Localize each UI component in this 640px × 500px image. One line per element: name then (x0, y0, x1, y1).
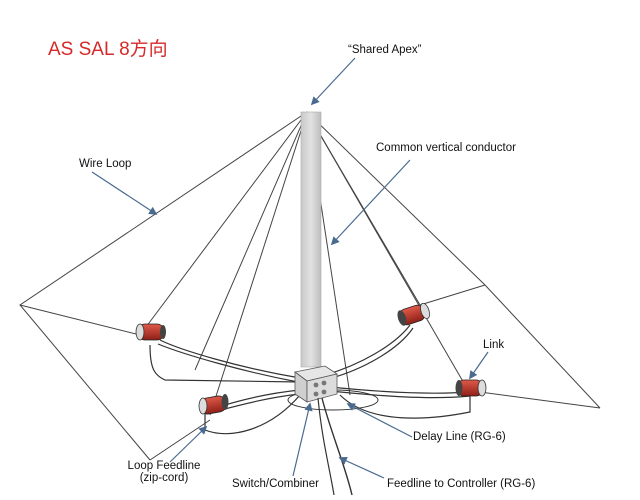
coil-left (135, 323, 166, 341)
label-loop-feedline-line1: Loop Feedline (127, 460, 201, 472)
arrow-switch-combiner (292, 402, 313, 477)
diagram-title: AS SAL 8方向 (48, 39, 168, 60)
label-loop-feedline: Loop Feedline (zip-cord) (118, 460, 210, 484)
coil-front-left (198, 394, 229, 415)
feedline-cable-2 (317, 397, 335, 496)
arrow-feedline-controller (338, 456, 385, 479)
label-delay-line: Delay Line (RG-6) (413, 431, 506, 443)
wire-loop-right (306, 111, 601, 409)
label-switch-combiner: Switch/Combiner (232, 478, 319, 490)
arrow-shared-apex (310, 57, 356, 106)
feedline-cable (321, 397, 353, 496)
arrow-common-vertical (330, 159, 411, 246)
vertical-conductor (300, 111, 322, 368)
switch-combiner-box (294, 365, 338, 403)
coil-right-front (455, 379, 487, 397)
coil-right-back (397, 302, 430, 326)
wire-loop-back (139, 111, 466, 386)
label-common-vertical: Common vertical conductor (376, 142, 516, 154)
label-shared-apex: “Shared Apex” (348, 44, 422, 56)
label-feedline-controller: Feedline to Controller (RG-6) (387, 478, 536, 490)
label-loop-feedline-line2: (zip-cord) (139, 472, 189, 484)
arrow-wire-loop (91, 171, 158, 215)
arrow-delay-line (346, 403, 413, 438)
annotation-arrows (91, 57, 489, 479)
wire-loop-left (19, 111, 308, 461)
arrow-loop-feedline (169, 425, 208, 463)
arrow-link (469, 351, 489, 380)
wire-loop-perimeter (19, 284, 601, 461)
label-link: Link (483, 339, 505, 351)
label-wire-loop: Wire Loop (79, 158, 132, 170)
